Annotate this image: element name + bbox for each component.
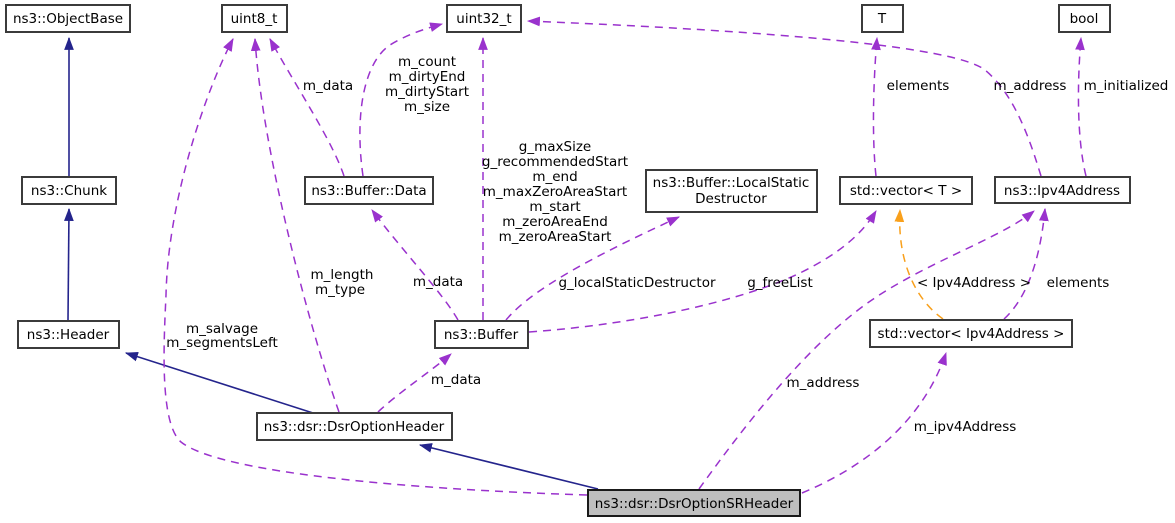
edge-dsroptionheader-to-uint8-m-length-m-type <box>250 37 340 413</box>
edge-label-g-maxsize: g_maxSize <box>519 139 591 155</box>
node-ns3-chunk[interactable]: ns3::Chunk <box>21 176 117 205</box>
edge-buffer-to-bufferdata-m-data <box>371 209 459 321</box>
edge-label-m-data-buffer: m_data <box>413 274 463 290</box>
edge-label-m-data-optionheader: m_data <box>431 372 481 388</box>
edge-dsroptionsrheader-to-vectoripv4-m-ipv4address <box>801 351 947 494</box>
edge-buffer-to-localstatic-g-localstaticdestructor <box>505 216 680 321</box>
node-bool[interactable]: bool <box>1058 4 1111 33</box>
node-ns3-buffer[interactable]: ns3::Buffer <box>434 320 529 349</box>
node-std-vector-t[interactable]: std::vector< T > <box>839 176 973 205</box>
node-t[interactable]: T <box>861 4 904 33</box>
edge-vectoripv4-to-ipv4address-elements <box>1003 207 1049 320</box>
edge-label-m-length: m_length <box>311 267 374 283</box>
edge-label-g-recommendedstart: g_recommendedStart <box>482 154 628 170</box>
edge-label-m-salvage: m_salvage <box>186 321 258 337</box>
node-ns3-header[interactable]: ns3::Header <box>17 320 120 349</box>
edge-label-m-initialized: m_initialized <box>1084 78 1169 94</box>
edge-label-m-start: m_start <box>529 199 580 215</box>
node-label-localstatic-line2: Destructor <box>695 191 767 207</box>
node-uint32-t[interactable]: uint32_t <box>446 4 522 33</box>
node-label-uint32: uint32_t <box>456 11 511 27</box>
edge-dsroptionsrheader-to-dsroptionheader <box>418 443 599 490</box>
node-label-dsroptionheader: ns3::dsr::DsrOptionHeader <box>264 419 445 435</box>
node-label-objectbase: ns3::ObjectBase <box>13 11 123 27</box>
edge-label-m-dirtyend: m_dirtyEnd <box>389 69 466 85</box>
edge-label-m-segmentsleft: m_segmentsLeft <box>166 335 278 351</box>
node-ns3-objectbase[interactable]: ns3::ObjectBase <box>5 4 131 33</box>
node-ns3-dsr-dsroptionsrheader[interactable]: ns3::dsr::DsrOptionSRHeader <box>587 489 801 517</box>
edge-bufferdata-to-uint32-m-count <box>359 22 444 177</box>
node-label-chunk: ns3::Chunk <box>31 183 107 199</box>
node-ns3-buffer-localstatic-destructor[interactable]: ns3::Buffer::LocalStatic Destructor <box>645 169 818 213</box>
edge-vectoripv4-to-vectort-template <box>894 208 944 320</box>
edge-label-m-ipv4address: m_ipv4Address <box>914 419 1017 435</box>
node-ns3-dsr-dsroptionheader[interactable]: ns3::dsr::DsrOptionHeader <box>256 412 453 441</box>
edge-label-g-localstaticdestructor: g_localStaticDestructor <box>558 275 715 291</box>
edge-label-m-data: m_data <box>303 78 353 94</box>
edge-label-elements-ipv4: elements <box>1047 275 1110 291</box>
edge-label-m-count: m_count <box>398 54 456 70</box>
node-label-vector-t: std::vector< T > <box>850 183 962 199</box>
edge-label-g-freelist: g_freeList <box>747 275 813 291</box>
edge-bufferdata-to-uint8-m-data <box>269 38 345 177</box>
edge-dsroptionheader-to-buffer-m-data <box>377 353 452 413</box>
edge-label-m-address-sr: m_address <box>787 375 860 391</box>
node-label-buffer-data: ns3::Buffer::Data <box>311 183 426 199</box>
edge-label-m-zeroareastart: m_zeroAreaStart <box>499 229 612 245</box>
node-uint8-t[interactable]: uint8_t <box>221 4 288 33</box>
edge-ipv4address-to-uint32-m-address <box>526 16 1042 177</box>
edge-label-template-arg: < Ipv4Address > <box>917 275 1031 291</box>
edge-label-elements-t: elements <box>887 78 950 94</box>
edge-label-m-type: m_type <box>315 282 365 298</box>
node-label-header: ns3::Header <box>27 327 110 343</box>
edge-label-m-address-uint32: m_address <box>994 78 1067 94</box>
node-label-localstatic-line1: ns3::Buffer::LocalStatic <box>653 175 810 191</box>
edge-ipv4address-to-bool-m-initialized <box>1075 36 1087 177</box>
node-ns3-ipv4address[interactable]: ns3::Ipv4Address <box>994 176 1131 204</box>
edge-dsroptionsrheader-to-uint8-m-salvage <box>163 38 588 496</box>
edge-dsroptionsrheader-to-ipv4address-m-address <box>698 210 1035 490</box>
node-label-bool: bool <box>1070 11 1099 27</box>
node-label-vector-ipv4address: std::vector< Ipv4Address > <box>878 326 1065 342</box>
node-label-buffer: ns3::Buffer <box>444 327 519 343</box>
node-label-t: T <box>877 11 887 27</box>
edge-dsroptionheader-to-header <box>124 351 314 414</box>
node-label-uint8: uint8_t <box>231 11 278 27</box>
edge-label-m-zeroareaend: m_zeroAreaEnd <box>502 214 608 230</box>
edge-buffer-to-vectort-g-freelist <box>528 210 877 333</box>
node-label-ipv4address: ns3::Ipv4Address <box>1004 183 1120 199</box>
node-ns3-buffer-data[interactable]: ns3::Buffer::Data <box>304 176 434 205</box>
edge-label-m-dirtystart: m_dirtyStart <box>385 84 469 100</box>
edge-header-to-chunk <box>64 207 74 321</box>
node-std-vector-ipv4address[interactable]: std::vector< Ipv4Address > <box>869 319 1073 348</box>
node-label-dsroptionsrheader: ns3::dsr::DsrOptionSRHeader <box>595 496 794 512</box>
edge-label-m-size: m_size <box>404 99 450 115</box>
edge-vectort-to-t-elements <box>871 36 881 177</box>
edge-label-m-end: m_end <box>532 169 577 185</box>
edge-label-m-maxzeroareastart: m_maxZeroAreaStart <box>483 184 627 200</box>
